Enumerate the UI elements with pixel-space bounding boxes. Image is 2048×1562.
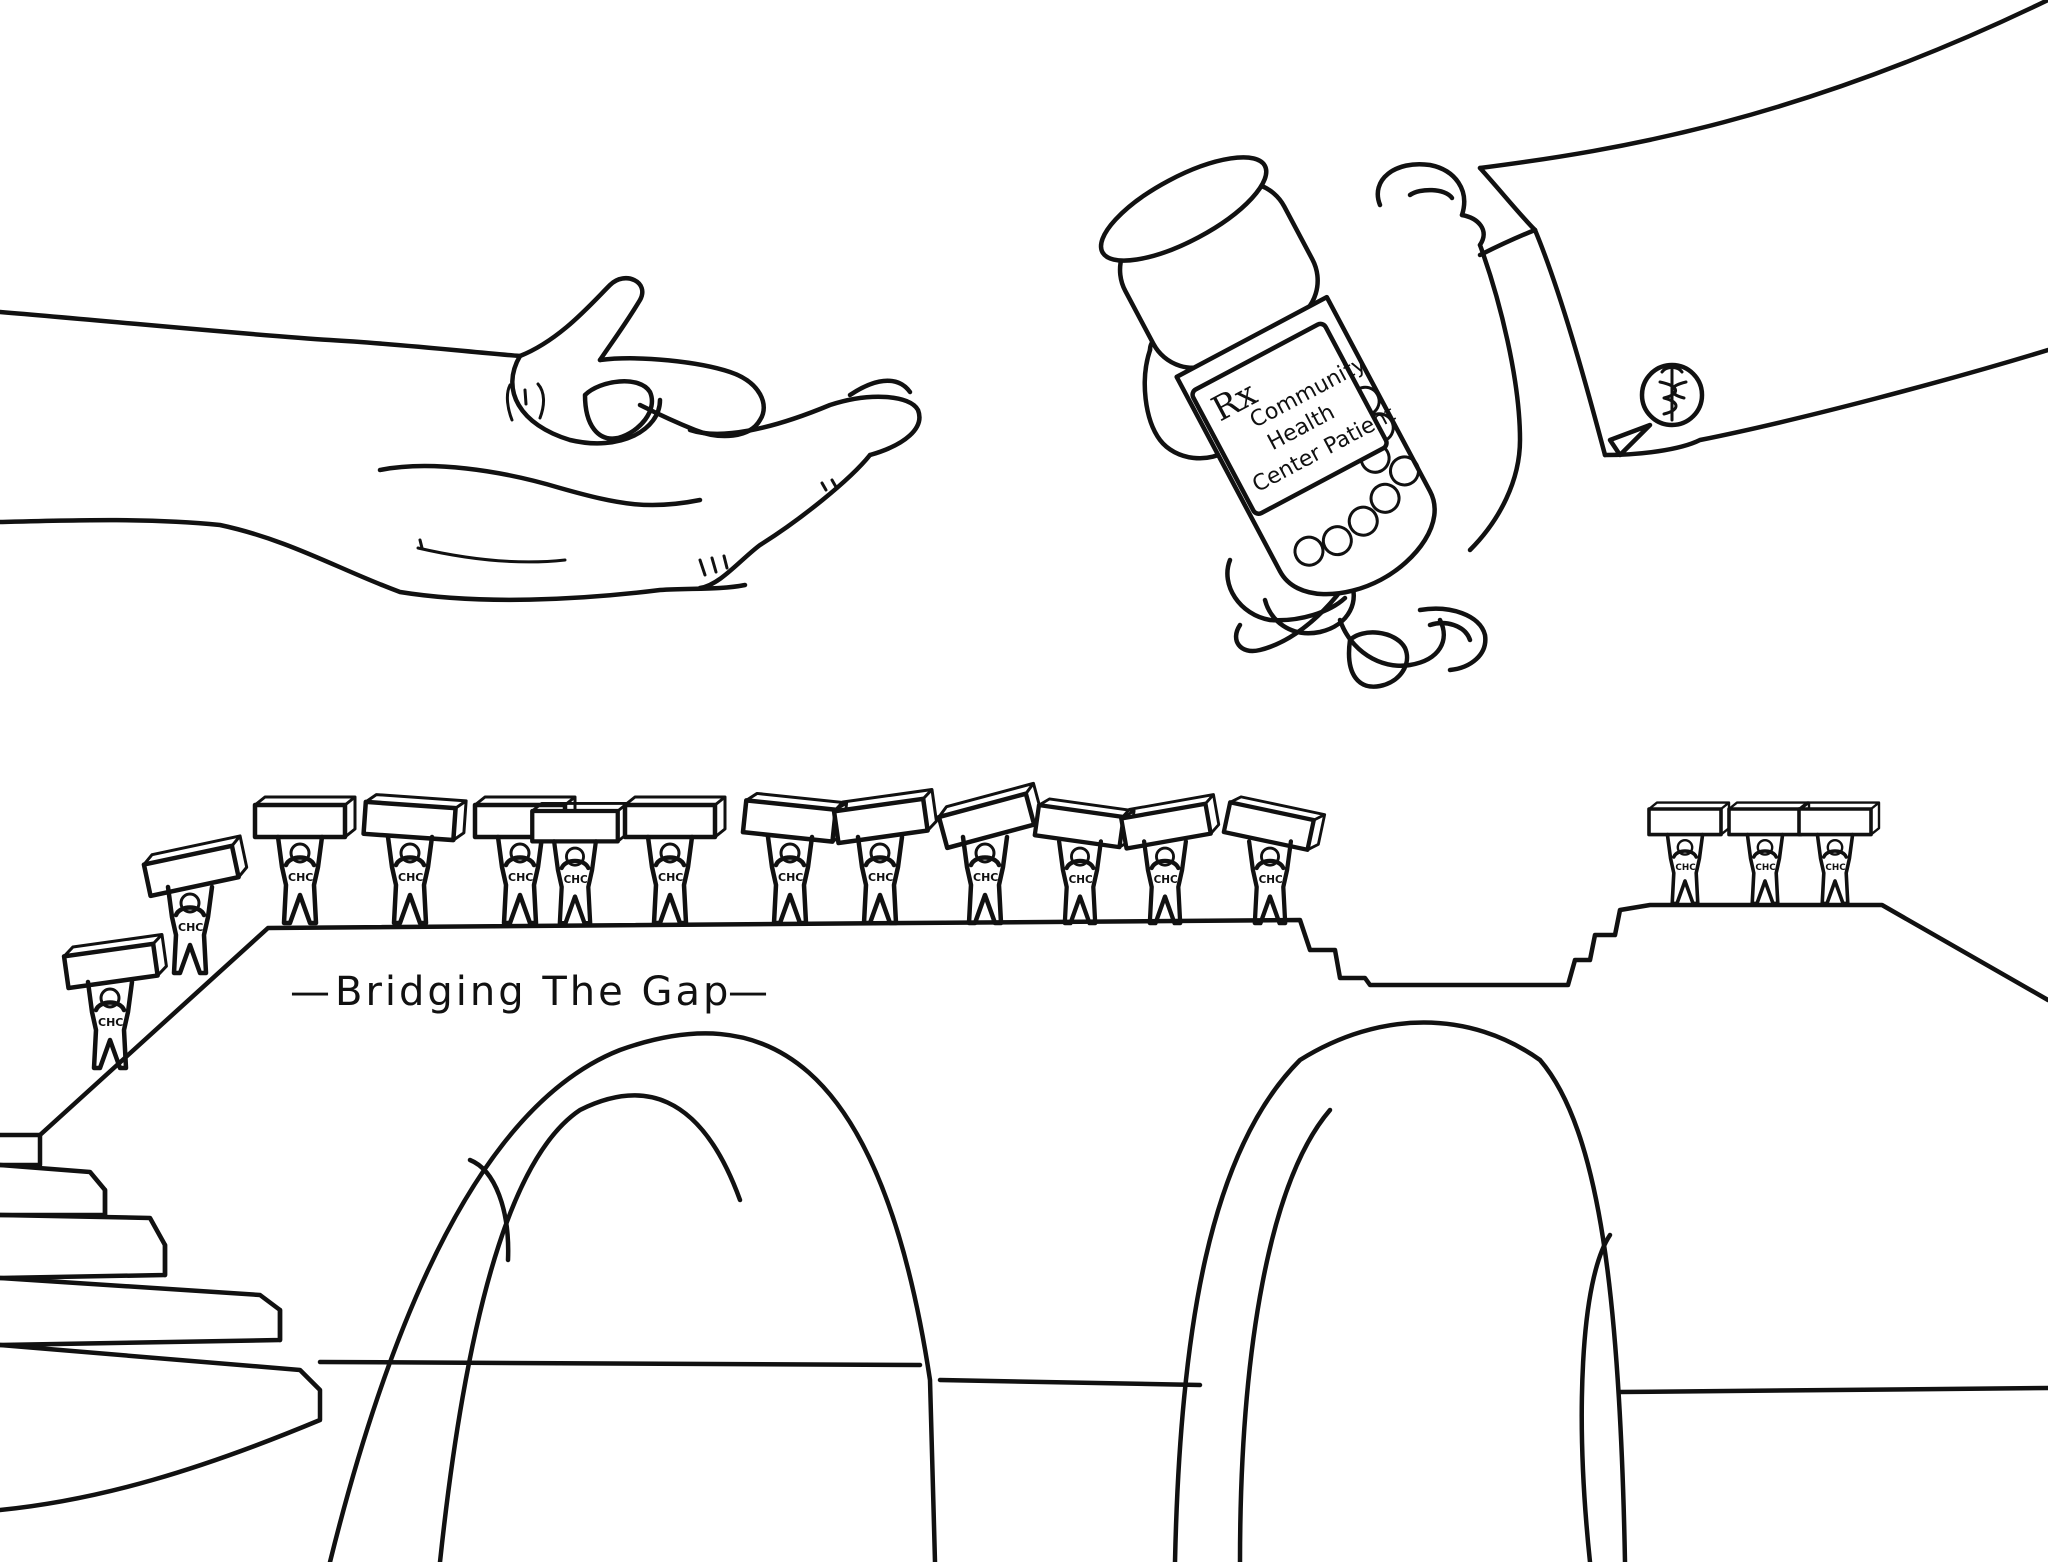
- chc-worker: CHC: [622, 795, 727, 926]
- worker-head: [1826, 838, 1844, 856]
- chc-worker: CHC: [1647, 801, 1731, 906]
- worker-shirt-label: CHC: [564, 874, 588, 886]
- caduceus-icon: [1639, 362, 1705, 428]
- carried-block: [1032, 797, 1136, 850]
- worker-head: [565, 846, 585, 867]
- worker-head: [1756, 838, 1774, 856]
- carried-block: [61, 933, 168, 991]
- carried-block: [831, 788, 938, 846]
- hand-holding-bottle-icon: Rx Community Health Center Patient: [1098, 0, 2048, 689]
- worker-shirt-label: CHC: [178, 921, 203, 934]
- workers-group: CHC CHC CHC CHC CHC CHC CHC CHC CHC CHC CHC CHC CHC C…: [61, 781, 1881, 1071]
- worker-shirt-label: CHC: [288, 871, 313, 884]
- chc-worker: CHC: [1032, 797, 1136, 926]
- bridge-title-dash-left: —: [290, 969, 333, 1015]
- worker-figure: [385, 834, 435, 926]
- carried-block: [530, 801, 629, 844]
- carried-block: [1119, 793, 1221, 851]
- worker-head: [289, 842, 311, 864]
- worker-head: [1155, 846, 1175, 867]
- chc-worker: CHC: [1119, 793, 1221, 926]
- worker-figure: [855, 834, 905, 926]
- worker-shirt-label: CHC: [868, 871, 893, 884]
- worker-figure: [1141, 839, 1189, 926]
- worker-shirt-label: CHC: [1755, 863, 1775, 873]
- worker-figure: [85, 979, 135, 1071]
- worker-figure: [165, 884, 215, 976]
- worker-head: [779, 842, 801, 864]
- worker-figure: [495, 834, 545, 926]
- worker-head: [509, 842, 531, 864]
- carried-block: [252, 795, 357, 840]
- chc-worker: CHC: [361, 793, 468, 926]
- worker-shirt-label: CHC: [1259, 874, 1283, 886]
- worker-shirt-label: CHC: [1825, 863, 1845, 873]
- chc-worker: CHC: [740, 791, 849, 926]
- worker-head: [1676, 838, 1694, 856]
- worker-figure: [960, 834, 1010, 926]
- worker-head: [99, 987, 121, 1009]
- worker-head: [179, 892, 201, 914]
- worker-shirt-label: CHC: [1675, 863, 1695, 873]
- worker-head: [659, 842, 681, 864]
- worker-figure: [1665, 832, 1705, 906]
- worker-shirt-label: CHC: [508, 871, 533, 884]
- carried-block: [1727, 801, 1811, 837]
- pill-bottle-icon: Rx Community Health Center Patient: [1098, 155, 1437, 597]
- chc-worker: CHC: [141, 834, 249, 976]
- worker-head: [869, 842, 891, 864]
- chc-worker: CHC: [1221, 795, 1327, 926]
- worker-shirt-label: CHC: [973, 871, 998, 884]
- bridge-title-dash-right: —: [728, 969, 771, 1015]
- worker-figure: [1246, 839, 1294, 926]
- worker-figure: [1815, 832, 1855, 906]
- worker-shirt-label: CHC: [1069, 874, 1093, 886]
- chc-worker: CHC: [1797, 801, 1881, 906]
- carried-block: [361, 793, 468, 843]
- carried-block: [1797, 801, 1881, 837]
- worker-figure: [765, 834, 815, 926]
- carried-block: [622, 795, 727, 840]
- carried-block: [1221, 795, 1327, 852]
- worker-head: [399, 842, 421, 864]
- chc-worker: CHC: [530, 801, 629, 926]
- chc-worker: CHC: [252, 795, 357, 926]
- worker-figure: [645, 834, 695, 926]
- worker-figure: [1745, 832, 1785, 906]
- chc-worker: CHC: [61, 933, 168, 1071]
- carried-block: [936, 781, 1044, 851]
- worker-shirt-label: CHC: [98, 1016, 123, 1029]
- worker-shirt-label: CHC: [778, 871, 803, 884]
- worker-head: [1070, 846, 1090, 867]
- worker-head: [1260, 846, 1280, 867]
- carried-block: [141, 834, 249, 899]
- open-hand-icon: [0, 275, 922, 603]
- carried-block: [740, 791, 849, 844]
- worker-figure: [275, 834, 325, 926]
- worker-figure: [551, 839, 599, 926]
- worker-shirt-label: CHC: [658, 871, 683, 884]
- chc-worker: CHC: [936, 781, 1044, 926]
- bridge: — Bridging The Gap —: [0, 902, 2048, 1562]
- worker-figure: [1056, 839, 1104, 926]
- chc-worker: CHC: [831, 788, 938, 926]
- worker-head: [974, 842, 996, 864]
- worker-shirt-label: CHC: [398, 871, 423, 884]
- worker-shirt-label: CHC: [1154, 874, 1178, 886]
- bridge-title: Bridging The Gap: [335, 969, 731, 1015]
- chc-worker: CHC: [1727, 801, 1811, 906]
- carried-block: [1647, 801, 1731, 837]
